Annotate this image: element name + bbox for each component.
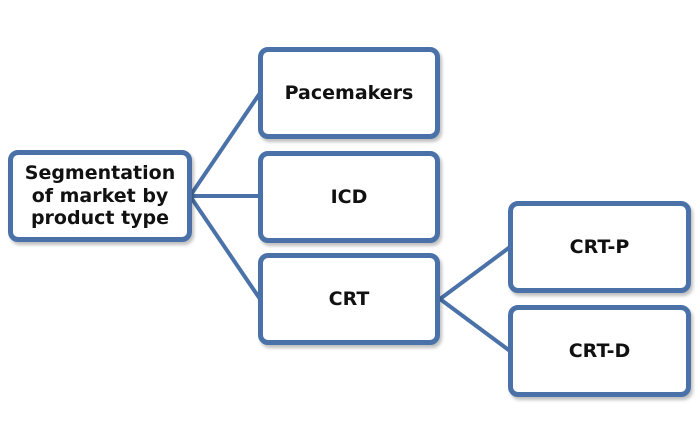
link-crt-crtp	[438, 245, 512, 301]
node-crt-d: CRT-D	[508, 305, 691, 397]
node-root: Segmentation of market by product type	[8, 150, 192, 242]
node-crt-d-label: CRT-D	[568, 339, 631, 362]
node-crt-label: CRT	[328, 287, 370, 310]
node-root-label: Segmentation of market by product type	[24, 161, 176, 230]
link-root-crt	[188, 194, 262, 301]
node-pacemakers-label: Pacemakers	[284, 81, 414, 104]
node-crt: CRT	[258, 253, 440, 345]
node-icd: ICD	[258, 151, 440, 243]
node-crt-p-label: CRT-P	[569, 235, 630, 258]
node-icd-label: ICD	[330, 185, 368, 208]
link-root-pacemakers	[188, 91, 262, 198]
link-crt-crtd	[438, 297, 512, 353]
node-crt-p: CRT-P	[508, 201, 691, 293]
node-pacemakers: Pacemakers	[258, 47, 440, 139]
